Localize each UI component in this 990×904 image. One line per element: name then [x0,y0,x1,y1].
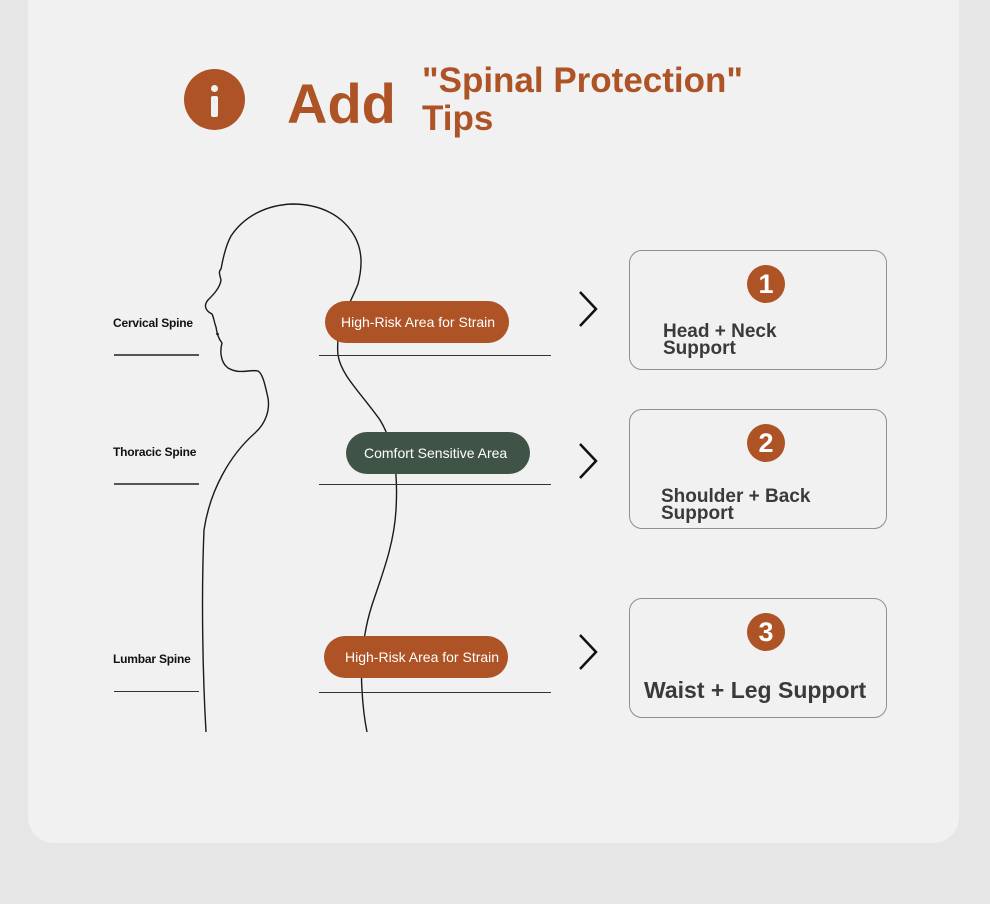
info-icon [184,69,245,130]
step-number-badge: 1 [747,265,785,303]
divider-line [114,691,199,692]
divider-line [319,355,551,356]
tip-text: Shoulder + Back Support [661,486,811,524]
lumbar-spine-label: Lumbar Spine [113,652,191,666]
chevron-right-icon [579,291,598,327]
risk-area-badge: High-Risk Area for Strain [324,636,508,678]
tip-line-1: Head + Neck [663,321,777,342]
thoracic-spine-label: Thoracic Spine [113,445,197,459]
divider-line [114,354,199,356]
content-card [28,0,959,843]
tip-line-1: Waist + Leg Support [644,677,867,703]
tip-line-2: Support [661,503,734,524]
divider-line [114,483,199,485]
step-number-badge: 2 [747,424,785,462]
risk-area-badge: High-Risk Area for Strain [325,301,509,343]
tip-card-1: 1 Head + Neck Support [629,250,887,370]
tip-card-2: 2 Shoulder + Back Support [629,409,887,529]
tip-text: Waist + Leg Support [644,677,867,703]
title-line-1: "Spinal Protection" [422,61,743,100]
title-add-word: Add [287,72,396,135]
tip-text: Head + Neck Support [663,321,777,359]
tip-line-2: Support [663,338,736,359]
page-title: "Spinal Protection" Tips [422,62,802,138]
title-line-2: Tips [422,99,494,138]
step-number-badge: 3 [747,613,785,651]
tip-card-3: 3 Waist + Leg Support [629,598,887,718]
divider-line [319,484,551,485]
divider-line [319,692,551,693]
comfort-area-badge: Comfort Sensitive Area [346,432,530,474]
tip-line-1: Shoulder + Back [661,486,811,507]
chevron-right-icon [579,634,598,670]
cervical-spine-label: Cervical Spine [113,316,193,330]
chevron-right-icon [579,443,598,479]
